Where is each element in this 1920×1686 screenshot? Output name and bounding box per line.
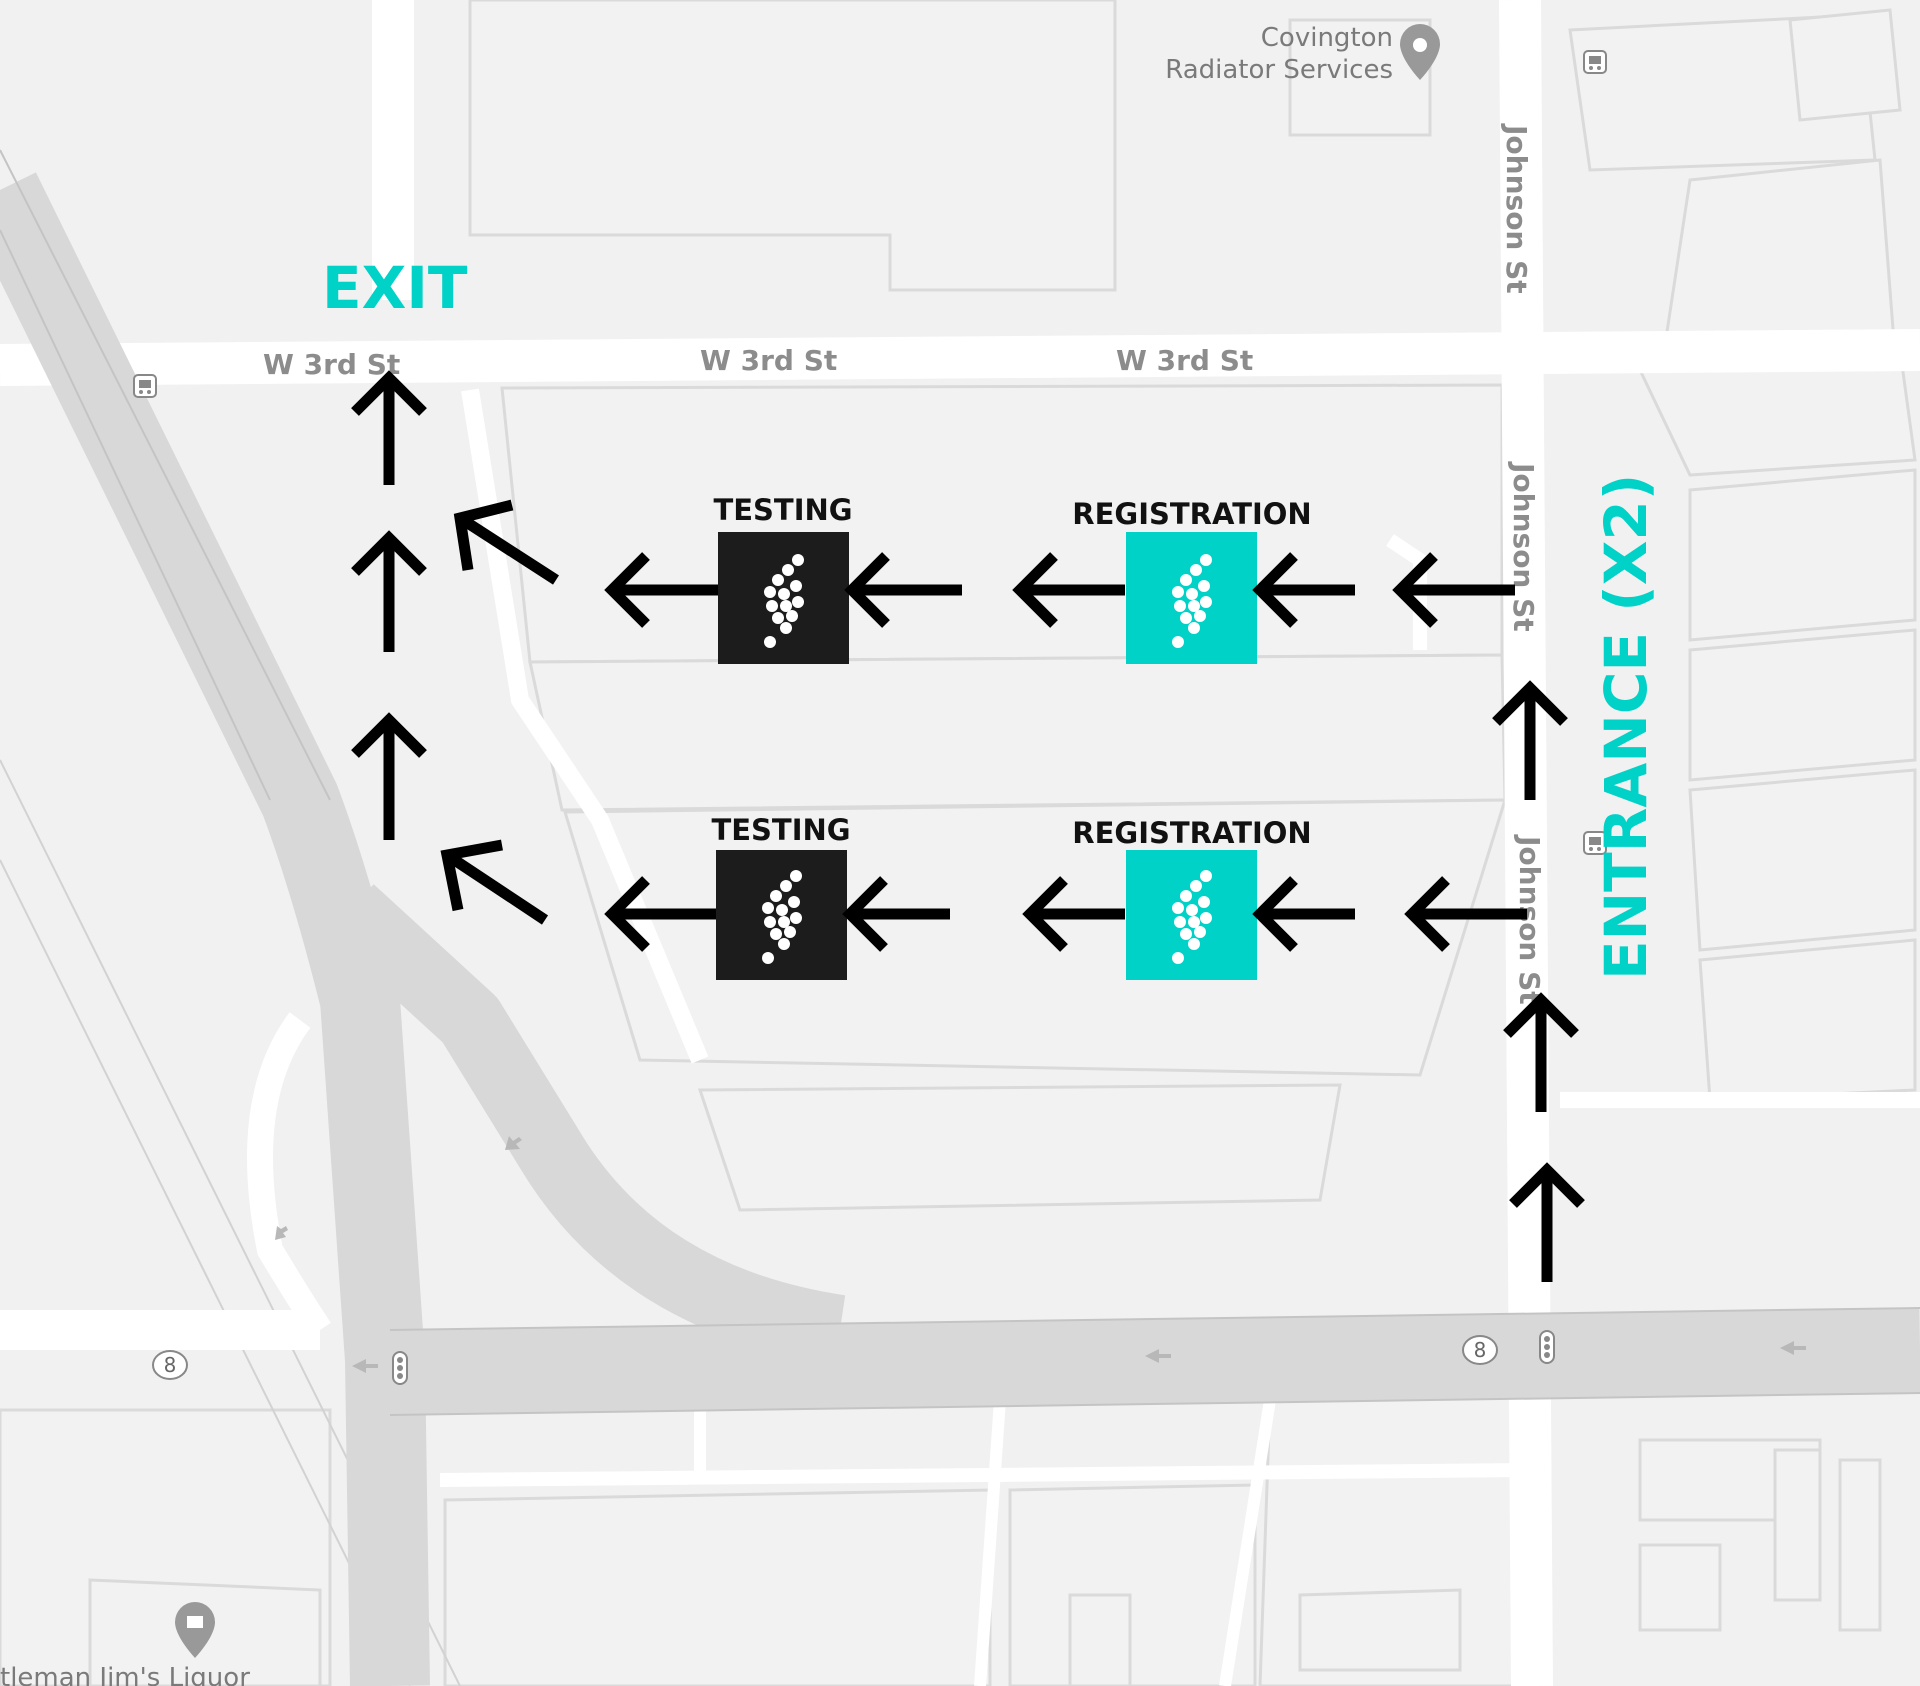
road-direction-arrows (275, 1136, 1806, 1373)
road-arrow-icon (275, 1226, 288, 1240)
station-label-testing: TESTING (711, 813, 850, 847)
testing-station-bottom (716, 850, 847, 980)
arrow-left-icon (1392, 552, 1515, 628)
arrow-up-icon (1492, 680, 1568, 800)
arrow-left-icon (842, 876, 950, 952)
arrow-up-left-icon (440, 839, 549, 925)
arrow-left-icon (1252, 552, 1355, 628)
street-label-w3rd: W 3rd St (1116, 344, 1253, 377)
exit-label: EXIT (322, 254, 468, 322)
registration-station-bottom (1126, 850, 1257, 980)
station-label-registration: REGISTRATION (1072, 816, 1311, 850)
route-shield: 8 (152, 1350, 188, 1380)
station-label-testing: TESTING (713, 493, 852, 527)
arrow-up-icon (1509, 1162, 1585, 1282)
arrow-up-left-icon (453, 499, 559, 585)
poi-radiator[interactable]: Covington Radiator Services (1165, 23, 1440, 85)
poi-liquor[interactable]: tleman Jim's Liquor (0, 1602, 250, 1686)
arrow-left-icon (844, 552, 962, 628)
arrow-left-icon (604, 876, 716, 952)
arrow-left-icon (604, 552, 718, 628)
traffic-light-icon (1539, 1330, 1555, 1364)
arrow-up-icon (351, 370, 427, 485)
street-label-johnson: Johnson St (1507, 461, 1540, 632)
poi-label: tleman Jim's Liquor (0, 1663, 250, 1686)
arrow-up-icon (351, 530, 427, 652)
station-label-registration: REGISTRATION (1072, 497, 1311, 531)
arrow-up-icon (1503, 992, 1579, 1112)
main-road-edges (0, 149, 1920, 1416)
poi-label: Radiator Services (1165, 55, 1393, 85)
registration-station-top (1126, 532, 1257, 664)
road-arrow-icon (352, 1359, 378, 1373)
shopping-bag-pin-icon (175, 1602, 215, 1658)
arrow-up-icon (351, 712, 427, 840)
flow-arrows (351, 370, 1585, 1282)
traffic-light-icon (392, 1351, 408, 1385)
bus-stop-icon (1583, 50, 1607, 74)
road-arrow-icon (1780, 1341, 1806, 1355)
street-label-w3rd: W 3rd St (700, 344, 837, 377)
poi-label: Covington (1261, 23, 1393, 53)
route-shield: 8 (1462, 1335, 1498, 1365)
bus-stop-icon (133, 374, 157, 398)
arrow-left-icon (1252, 876, 1355, 952)
street-label-johnson: Johnson St (1500, 123, 1533, 294)
road-arrow-icon (505, 1136, 522, 1150)
svg-text:8: 8 (1474, 1338, 1487, 1362)
arrow-left-icon (1012, 552, 1125, 628)
entrance-label: ENTRANCE (X2) (1592, 474, 1660, 980)
road-arrow-icon (1145, 1349, 1171, 1363)
arrow-left-icon (1022, 876, 1125, 952)
street-label-w3rd: W 3rd St (263, 348, 400, 381)
svg-text:8: 8 (164, 1353, 177, 1377)
testing-station-top (718, 532, 849, 664)
arrow-left-icon (1404, 876, 1527, 952)
